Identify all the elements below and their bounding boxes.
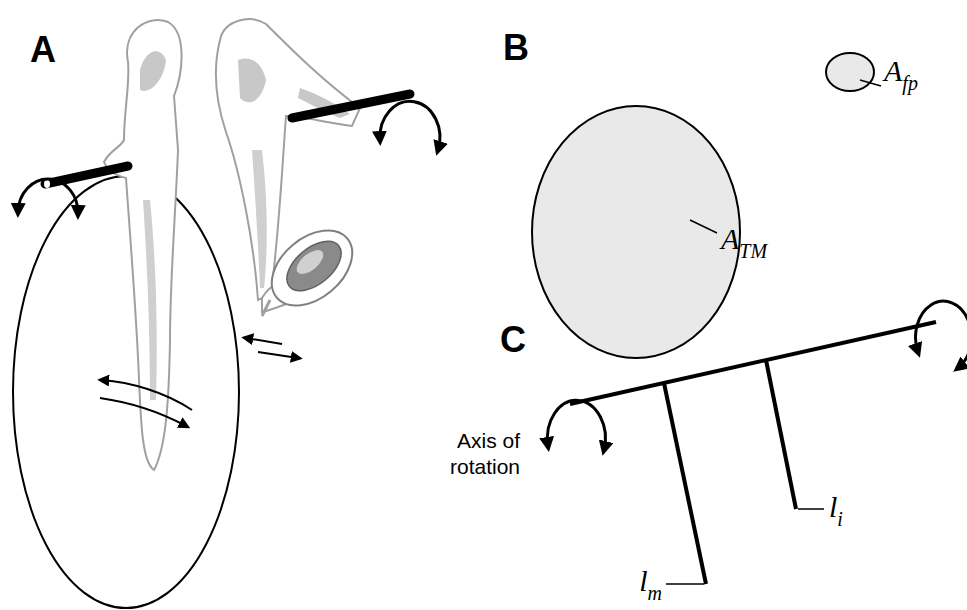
leader-line	[666, 583, 704, 585]
motion-arrow	[102, 380, 192, 410]
rotation-arrow	[18, 179, 78, 214]
stapes	[257, 215, 366, 320]
rotation-axis	[292, 94, 410, 118]
length-symbol: li	[829, 492, 843, 522]
malleus	[104, 20, 182, 470]
leader-line	[798, 508, 824, 510]
rotation-arrow	[547, 400, 605, 450]
area-symbol: ATM	[721, 224, 767, 254]
motion-arrow	[246, 338, 282, 344]
incus-arm	[766, 360, 796, 509]
tympanic-membrane	[13, 176, 239, 608]
rotation-arrow	[380, 101, 440, 150]
leader-line	[690, 220, 717, 233]
tympanic-area	[532, 106, 740, 358]
motion-arrow	[258, 352, 298, 358]
motion-arrow	[100, 398, 186, 426]
footplate-area	[826, 53, 874, 91]
malleus-arm	[664, 383, 706, 584]
axis-end	[44, 180, 50, 188]
panel-letter: A	[30, 32, 56, 68]
lever-axis	[570, 322, 936, 404]
panel-letter: C	[500, 322, 526, 358]
leader-line	[860, 80, 881, 86]
length-symbol: lm	[639, 566, 662, 596]
area-symbol: Afp	[884, 56, 918, 86]
rotation-arrow	[916, 301, 967, 368]
axis-note: Axis of rotation	[424, 428, 520, 481]
panel-letter: B	[503, 30, 529, 66]
